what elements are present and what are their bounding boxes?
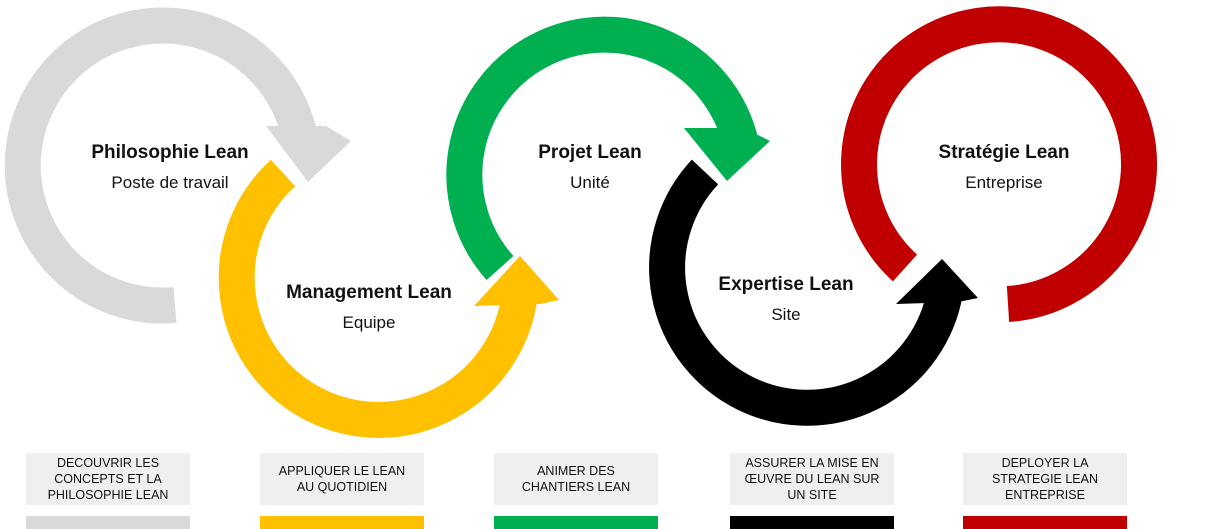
strategie-description: DEPLOYER LA STRATEGIE LEAN ENTREPRISE [963,453,1127,505]
projet-arc [446,16,770,280]
management-title: Management Lean [286,282,452,303]
strategie-title: Stratégie Lean [939,142,1070,163]
expertise-color-bar [730,516,894,529]
expertise-arrow-icon [896,259,978,304]
strategie-arc-path [841,6,1157,322]
projet-subtitle: Unité [570,173,610,192]
expertise-subtitle: Site [771,305,800,324]
philosophie-arrow-icon [266,126,351,182]
management-arc [218,159,559,438]
philosophie-title: Philosophie Lean [91,142,248,163]
philosophie-arc-path [4,7,318,324]
management-arrow-icon [474,256,559,306]
philosophie-description: DECOUVRIR LES CONCEPTS ET LA PHILOSOPHIE… [26,453,190,505]
management-description: APPLIQUER LE LEAN AU QUOTIDIEN [260,453,424,505]
philosophie-arc [4,7,351,324]
expertise-description: ASSURER LA MISE EN ŒUVRE DU LEAN SUR UN … [730,453,894,505]
projet-arrow-icon [684,128,770,181]
management-subtitle: Equipe [343,313,396,332]
strategie-subtitle: Entreprise [965,173,1042,192]
philosophie-color-bar [26,516,190,529]
philosophie-subtitle: Poste de travail [111,173,228,192]
expertise-arc-path [649,159,963,426]
management-color-bar [260,516,424,529]
projet-arc-path [446,16,758,280]
projet-title: Projet Lean [538,142,641,163]
projet-description: ANIMER DES CHANTIERS LEAN [494,453,658,505]
expertise-title: Expertise Lean [718,274,853,295]
expertise-arc [649,159,978,426]
strategie-arc [841,6,1157,322]
projet-color-bar [494,516,658,529]
management-arc-path [218,159,538,438]
strategie-color-bar [963,516,1127,529]
